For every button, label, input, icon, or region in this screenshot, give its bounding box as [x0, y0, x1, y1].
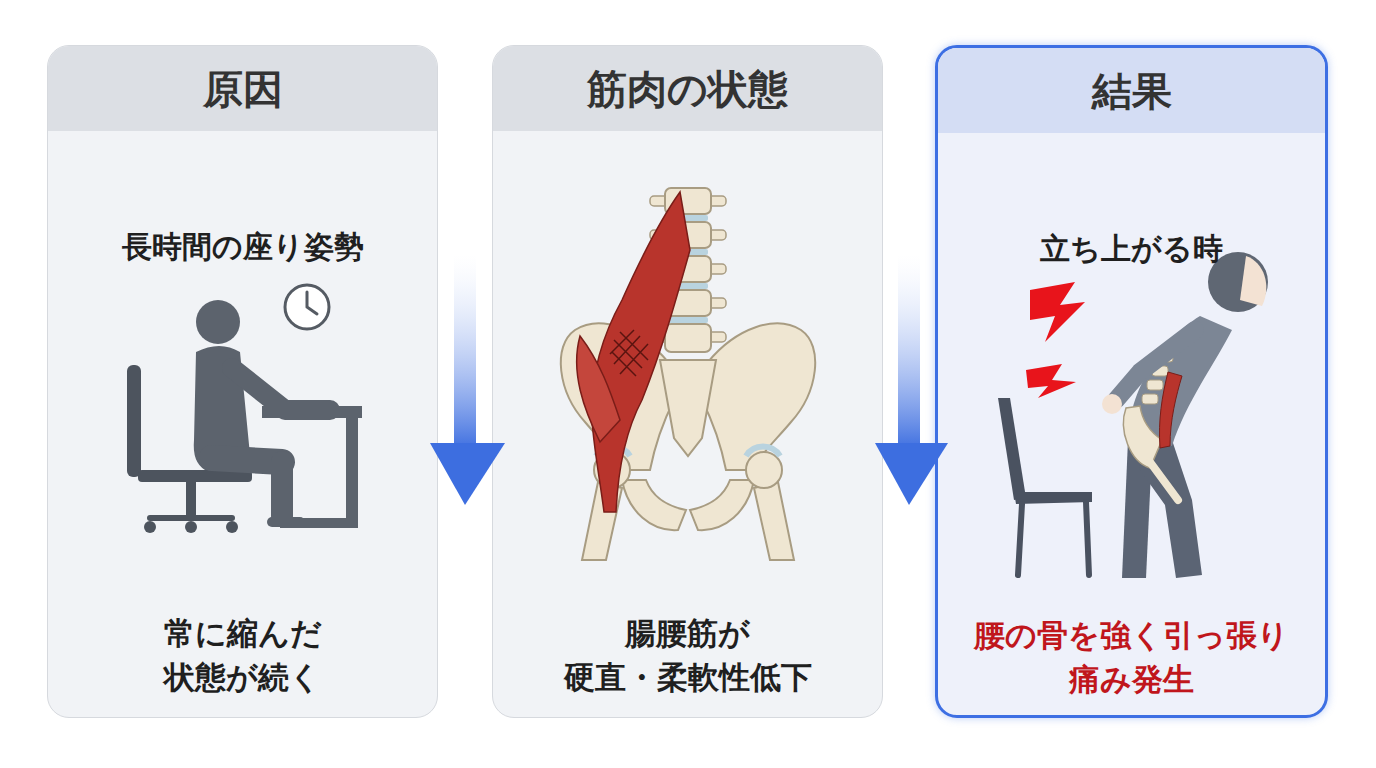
femur	[1150, 462, 1178, 500]
desk-foot	[280, 518, 358, 528]
pain-bolt	[1030, 282, 1085, 342]
iliacus-muscle	[577, 336, 620, 442]
sacrum	[660, 360, 716, 456]
chair-seat	[1014, 492, 1092, 504]
panel-title: 原因	[203, 65, 283, 113]
flow-arrow	[430, 255, 505, 505]
text-slot: 常に縮んだ 状態が続く	[48, 611, 437, 699]
psoas-muscle	[1159, 372, 1182, 448]
panel-subtitle: 立ち上がる時	[1040, 228, 1223, 271]
psoas-muscle	[592, 192, 690, 512]
desk-leg	[346, 406, 358, 528]
chair-post	[186, 482, 196, 516]
panel-body: 腸腰筋が 硬直・柔軟性低下	[564, 611, 812, 699]
vertebra	[1142, 394, 1158, 404]
vertebra	[665, 324, 711, 352]
figure-shin	[271, 462, 293, 516]
figure-face	[1240, 256, 1266, 306]
chair-wheel	[144, 521, 156, 533]
text-slot: 立ち上がる時	[938, 228, 1325, 271]
pain-bolt	[1026, 364, 1076, 398]
vertebra	[1147, 380, 1163, 390]
chair-back	[127, 365, 141, 477]
stiffness-hatch	[610, 330, 648, 376]
chair-back	[998, 398, 1026, 500]
figure-hand	[1102, 394, 1122, 414]
chair-base	[150, 515, 232, 521]
panel-body: 常に縮んだ 状態が続く	[164, 611, 322, 699]
text-slot: 長時間の座り姿勢	[48, 226, 437, 269]
text-slot: 腸腰筋が 硬直・柔軟性低下	[493, 611, 882, 699]
figure-head	[1208, 252, 1268, 312]
pelvis-anatomy	[561, 188, 815, 560]
disc	[668, 317, 708, 323]
arrow-shaft	[454, 255, 476, 448]
figure-arm	[232, 368, 330, 410]
standing-figure	[998, 252, 1268, 578]
panel-subtitle: 長時間の座り姿勢	[122, 226, 364, 269]
text-slot: 腰の骨を強く引っ張り 痛み発生	[938, 613, 1325, 701]
chair-wheel	[185, 521, 197, 533]
arrow-head	[430, 443, 505, 505]
pelvis-half	[690, 323, 815, 560]
arrow-head	[875, 443, 948, 505]
header-band: 筋肉の状態	[493, 46, 882, 131]
figure-head	[196, 300, 240, 344]
header-band: 結果	[938, 48, 1325, 133]
panel-body: 腰の骨を強く引っ張り 痛み発生	[974, 613, 1289, 701]
chair-wheel	[226, 521, 238, 533]
pelvis	[1123, 406, 1162, 468]
clock-face	[285, 285, 329, 329]
flow-arrow	[875, 255, 948, 505]
header-band: 原因	[48, 46, 437, 131]
figure-arm	[1116, 330, 1195, 400]
panel-title: 筋肉の状態	[587, 65, 788, 113]
chair-legs	[1018, 502, 1089, 575]
sitting-figure	[127, 285, 362, 533]
panel-title: 結果	[1092, 67, 1172, 115]
clock-hands	[307, 292, 317, 314]
pubic-bone	[622, 480, 686, 530]
arrow-shaft	[898, 255, 920, 448]
